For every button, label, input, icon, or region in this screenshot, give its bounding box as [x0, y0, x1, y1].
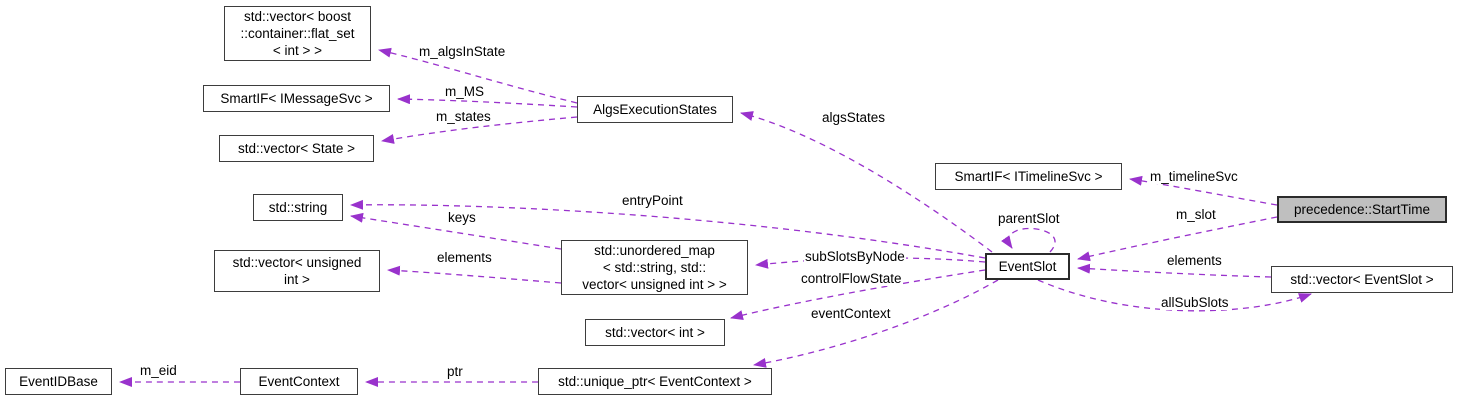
node-event-id-base[interactable]: EventIDBase [5, 368, 112, 395]
edge-algsStates [740, 111, 993, 253]
edge-subSlotsByNode [755, 257, 986, 269]
edge-label-m_MS: m_MS [444, 84, 486, 99]
edge-label-m_timelineSvc: m_timelineSvc [1149, 169, 1239, 184]
edge-m_states [381, 116, 578, 144]
edge-label-allSubSlots: allSubSlots [1160, 295, 1230, 310]
edge-label-subSlotsByNode: subSlotsByNode [804, 249, 906, 264]
node-flatset[interactable]: std::vector< boost ::container::flat_set… [224, 6, 371, 61]
edge-elements_right [1077, 263, 1272, 278]
node-vector-uint[interactable]: std::vector< unsigned int > [214, 250, 380, 292]
edge-m_algsInState [378, 47, 578, 104]
edge-label-elements_left: elements [436, 250, 493, 265]
edge-label-eventContext: eventContext [810, 306, 892, 321]
edge-m_timelineSvc [1129, 175, 1278, 206]
edge-controlFlowState [730, 269, 986, 320]
node-vector-state[interactable]: std::vector< State > [219, 135, 374, 162]
node-algs-exec-states[interactable]: AlgsExecutionStates [577, 96, 733, 123]
edge-label-elements_right: elements [1166, 253, 1223, 268]
node-start-time[interactable]: precedence::StartTime [1277, 196, 1447, 223]
edge-label-m_algsInState: m_algsInState [418, 44, 507, 59]
edge-label-controlFlowState: controlFlowState [800, 271, 903, 286]
edge-elements_left [387, 265, 562, 284]
edge-label-m_states: m_states [435, 109, 492, 124]
node-vector-eventslot[interactable]: std::vector< EventSlot > [1271, 266, 1453, 293]
edge-label-entryPoint: entryPoint [621, 193, 684, 208]
edge-m_MS [397, 94, 578, 108]
edge-label-parentSlot: parentSlot [997, 211, 1061, 226]
edge-entryPoint [350, 199, 986, 259]
edge-label-keys: keys [447, 210, 477, 225]
edge-label-ptr: ptr [446, 364, 464, 379]
edge-parentSlot [1001, 227, 1056, 253]
node-event-context[interactable]: EventContext [240, 368, 358, 395]
node-smartif-imessage[interactable]: SmartIF< IMessageSvc > [203, 85, 390, 112]
edge-label-algsStates: algsStates [821, 110, 887, 125]
node-unordered-map[interactable]: std::unordered_map < std::string, std:: … [561, 240, 748, 295]
edge-allSubSlots [1037, 279, 1312, 312]
node-vector-int[interactable]: std::vector< int > [585, 319, 725, 346]
edge-keys [350, 212, 562, 250]
edge-eventContext [753, 279, 999, 368]
edge-m_slot [1077, 216, 1278, 262]
edge-label-m_slot: m_slot [1175, 207, 1217, 222]
node-std-string[interactable]: std::string [253, 194, 343, 221]
node-event-slot[interactable]: EventSlot [985, 253, 1070, 280]
node-unique-ptr[interactable]: std::unique_ptr< EventContext > [538, 368, 772, 395]
node-smartif-timeline[interactable]: SmartIF< ITimelineSvc > [935, 163, 1122, 190]
edge-label-m_eid: m_eid [139, 363, 178, 378]
